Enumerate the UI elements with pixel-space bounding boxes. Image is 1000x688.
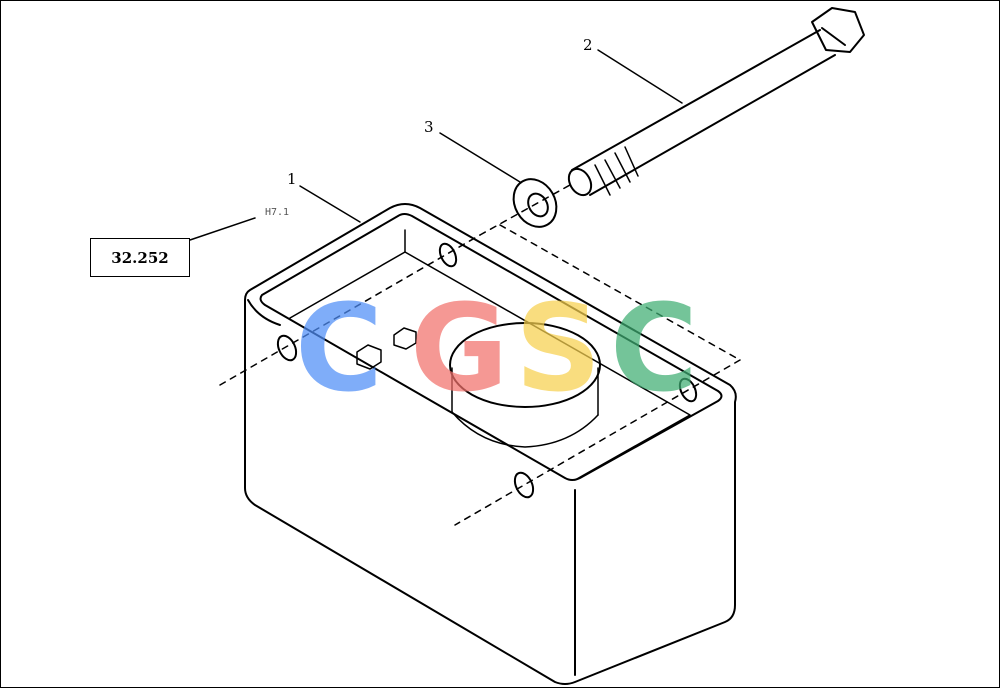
housing-block	[244, 203, 737, 685]
callout-part-2: 2	[583, 36, 593, 54]
hex-bolt	[567, 7, 865, 197]
sheet-reference-label: H7.1	[265, 207, 290, 218]
leader-lines	[189, 49, 683, 241]
callout-part-1: 1	[287, 170, 297, 188]
reference-box: 32.252	[90, 238, 190, 277]
flat-washer	[512, 178, 558, 228]
center-lines	[219, 184, 741, 526]
callout-part-3: 3	[424, 118, 434, 136]
